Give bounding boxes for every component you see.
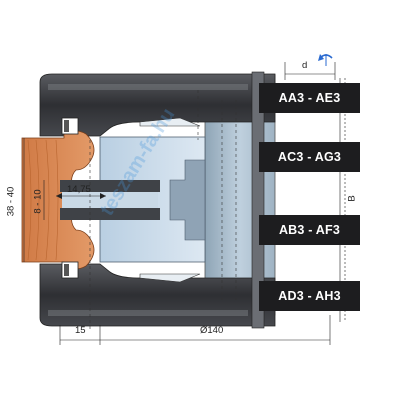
dim-offset: 15 (75, 325, 86, 336)
rotation-arrow-icon (318, 54, 333, 66)
dim-b: B (346, 195, 358, 202)
code-label-2: AC3 - AG3 (259, 142, 360, 172)
lower-slot (60, 208, 160, 220)
dim-height-inner: 8 - 10 (32, 189, 44, 214)
code-label-1: AA3 - AE3 (259, 83, 360, 113)
dim-height-outer: 38 - 40 (5, 186, 17, 217)
upper-slot (60, 180, 160, 192)
dim-d: d (302, 60, 308, 71)
code-label-4: AD3 - AH3 (259, 281, 360, 311)
code-label-3: AB3 - AF3 (259, 215, 360, 245)
dim-depth: 14,75 (67, 184, 91, 195)
dim-diameter: Ø140 (200, 325, 224, 336)
